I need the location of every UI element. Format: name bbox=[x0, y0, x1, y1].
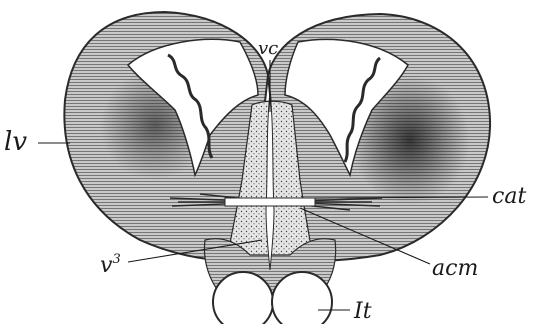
label-lv: lv bbox=[4, 127, 27, 157]
left-tract-circle bbox=[213, 272, 273, 324]
label-cat: cat bbox=[492, 184, 526, 209]
label-v3: v3 bbox=[100, 252, 121, 278]
label-v3-base: v bbox=[100, 253, 113, 278]
label-acm: acm bbox=[432, 256, 478, 281]
label-v3-superscript: 3 bbox=[112, 252, 120, 267]
label-vc: vc bbox=[258, 38, 278, 59]
right-tract-circle bbox=[272, 272, 332, 324]
commissure-band bbox=[225, 198, 315, 206]
label-it: It bbox=[353, 299, 372, 324]
